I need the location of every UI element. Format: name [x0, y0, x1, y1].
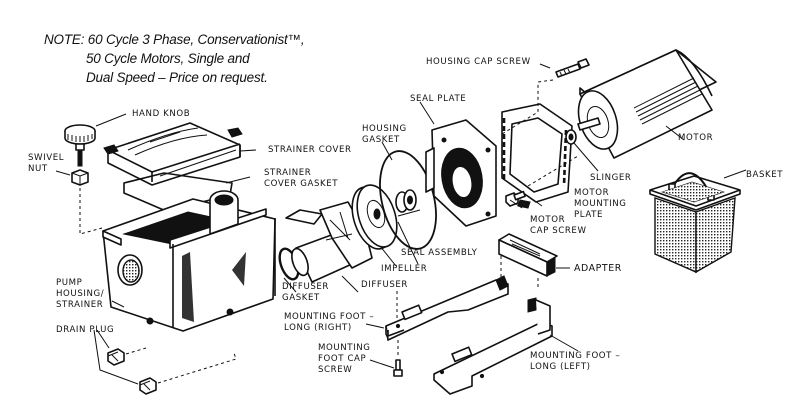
- label-pump-housing-line1: PUMP: [56, 278, 83, 288]
- motor-mounting-plate-part: [501, 103, 573, 209]
- label-mounting-foot-right-line2: LONG (RIGHT): [284, 323, 352, 333]
- label-pump-housing-line3: STRAINER: [56, 300, 104, 310]
- mounting-foot-right-part: [385, 275, 509, 358]
- label-hand-knob: HAND KNOB: [132, 109, 191, 119]
- diffuser-part: [285, 201, 373, 283]
- note-line-1: NOTE: 60 Cycle 3 Phase, Conservationist™…: [44, 32, 305, 47]
- label-mounting-foot-cap-screw-line1: MOUNTING: [318, 343, 371, 353]
- note-line-2: 50 Cycle Motors, Single and: [86, 51, 250, 66]
- label-mounting-foot-right-line1: MOUNTING FOOT –: [284, 312, 375, 322]
- label-motor-mounting-plate-line1: MOTOR: [574, 188, 610, 198]
- seal-plate-part: [425, 119, 497, 227]
- label-motor-mounting-plate-line3: PLATE: [574, 210, 604, 220]
- label-diffuser-gasket-line1: DIFFUSER: [282, 282, 329, 292]
- label-housing-cap-screw: HOUSING CAP SCREW: [426, 57, 531, 67]
- label-basket: BASKET: [746, 170, 784, 180]
- label-mounting-foot-left-line1: MOUNTING FOOT –: [530, 351, 621, 361]
- label-seal-assembly: SEAL ASSEMBLY: [401, 248, 478, 258]
- drain-plug-part: [107, 347, 237, 395]
- label-drain-plug: DRAIN PLUG: [56, 325, 115, 335]
- label-swivel-nut-line1: SWIVEL: [28, 153, 65, 163]
- strainer-cover-part: [103, 122, 243, 186]
- pump-housing-part: [102, 190, 276, 332]
- label-housing-gasket-line2: GASKET: [362, 135, 400, 145]
- label-diffuser: DIFFUSER: [361, 280, 408, 290]
- label-motor-cap-screw-line2: CAP SCREW: [530, 226, 587, 236]
- label-strainer-cover-gasket-line1: STRAINER: [264, 168, 312, 178]
- slinger-part: [565, 129, 577, 145]
- label-pump-housing-line2: HOUSING/: [56, 289, 105, 299]
- label-swivel-nut-line2: NUT: [28, 164, 48, 174]
- seal-assembly-part: [395, 189, 421, 217]
- motor-part: [527, 49, 717, 187]
- label-mounting-foot-cap-screw-line2: FOOT CAP: [318, 354, 367, 364]
- note-line-3: Dual Speed – Price on request.: [86, 70, 268, 85]
- label-housing-gasket-line1: HOUSING: [362, 124, 407, 134]
- label-diffuser-gasket-line2: GASKET: [282, 293, 320, 303]
- label-mounting-foot-cap-screw-line3: SCREW: [318, 365, 353, 375]
- basket-part: [649, 172, 741, 274]
- housing-cap-screw-part: [501, 58, 590, 135]
- label-motor: MOTOR: [678, 133, 714, 143]
- label-impeller: IMPELLER: [381, 264, 428, 274]
- label-strainer-cover: STRAINER COVER: [268, 145, 352, 155]
- hand-knob-part: [64, 124, 96, 167]
- label-slinger: SLINGER: [590, 173, 632, 183]
- label-strainer-cover-gasket-line2: COVER GASKET: [264, 179, 339, 189]
- label-adapter: ADAPTER: [574, 263, 622, 274]
- adapter-part: [498, 233, 558, 288]
- mounting-foot-left-part: [433, 297, 553, 395]
- label-seal-plate: SEAL PLATE: [410, 94, 467, 104]
- swivel-nut-part: [71, 169, 103, 235]
- label-motor-mounting-plate-line2: MOUNTING: [574, 199, 627, 209]
- label-mounting-foot-left-line2: LONG (LEFT): [530, 362, 591, 372]
- mounting-foot-cap-screw-part: [393, 359, 403, 377]
- label-motor-cap-screw-line1: MOTOR: [530, 215, 566, 225]
- price-note: NOTE: 60 Cycle 3 Phase, Conservationist™…: [44, 30, 305, 87]
- leader-lines: [55, 63, 747, 385]
